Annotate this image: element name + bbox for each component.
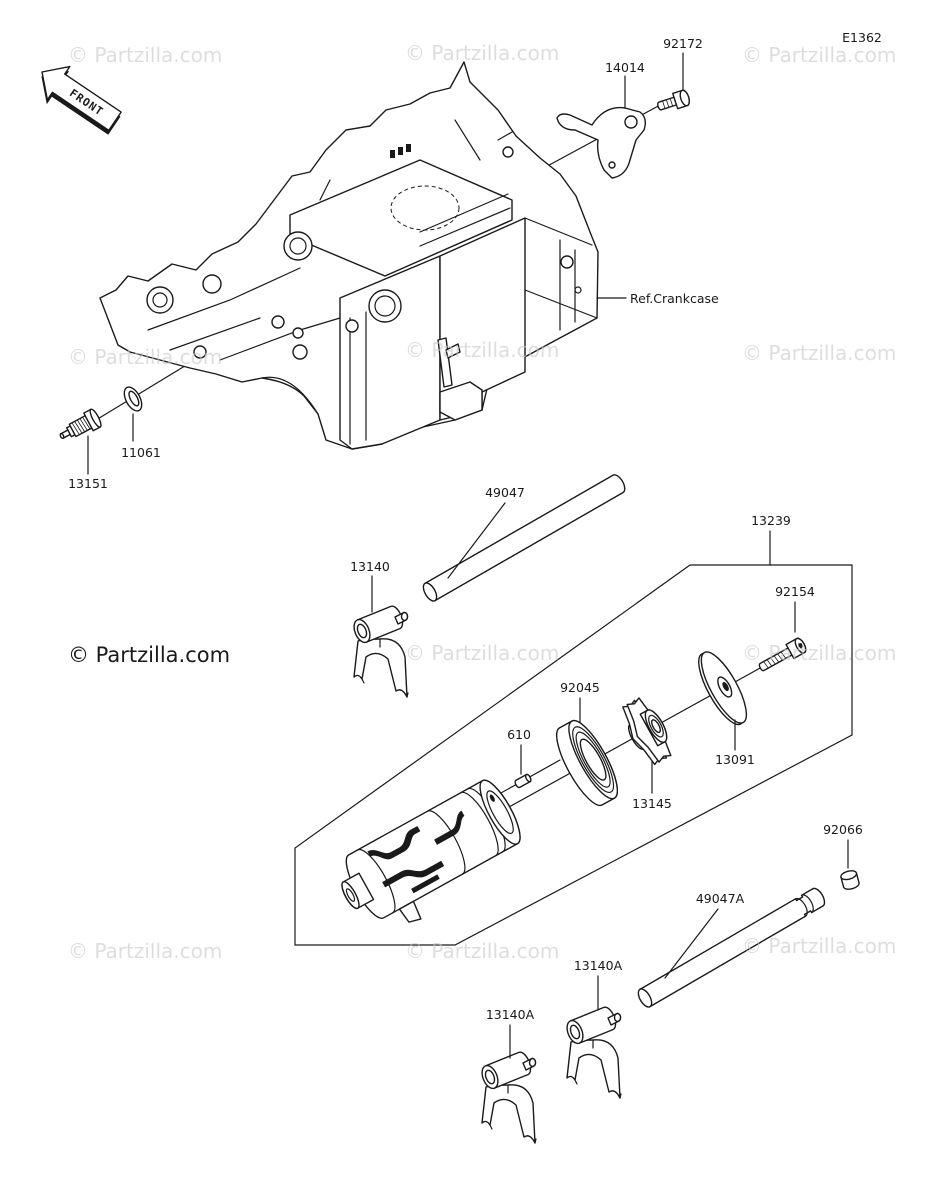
callout-92172: 92172	[663, 36, 703, 51]
callout-13140: 13140	[350, 559, 390, 574]
plate-14014-hole	[624, 115, 638, 129]
watermark: © Partzilla.com	[742, 641, 896, 665]
shift-drum	[341, 779, 521, 923]
pin-610	[514, 773, 532, 789]
callout-11061: 11061	[121, 445, 161, 460]
callout-49047: 49047	[485, 485, 525, 500]
plate-13091	[698, 651, 748, 726]
watermark: © Partzilla.com	[405, 41, 559, 65]
shift-fork-13140A-lower	[478, 1049, 537, 1144]
watermark: © Partzilla.com	[68, 939, 222, 963]
watermark: © Partzilla.com	[405, 338, 559, 362]
crankcase-bore	[152, 292, 168, 308]
crankcase-to-plug-line	[95, 357, 199, 421]
crankcase-bore	[289, 237, 307, 255]
callout-14014: 14014	[605, 60, 645, 75]
crankcase-hidden-detail	[390, 185, 460, 231]
watermark: © Partzilla.com	[742, 934, 896, 958]
front-arrow-body	[41, 65, 122, 132]
callout-49047A: 49047A	[696, 891, 745, 906]
callout-13145: 13145	[632, 796, 672, 811]
plate-14014-hole	[608, 161, 616, 169]
crankcase-hole	[502, 146, 514, 158]
shaft-49047A	[637, 887, 826, 1008]
callout-13151: 13151	[68, 476, 108, 491]
callout-92045: 92045	[560, 680, 600, 695]
bolt-92154	[758, 637, 807, 672]
callout-labels: 92172 14014 13151 11061 49047 13239 1314…	[68, 36, 863, 1022]
crankcase-mark	[406, 144, 411, 152]
watermark: © Partzilla.com	[742, 341, 896, 365]
crankcase-hole	[193, 345, 207, 359]
crankcase-boss	[368, 289, 402, 323]
reference-label: Ref.Crankcase	[630, 291, 719, 306]
watermark: © Partzilla.com	[405, 939, 559, 963]
watermark: © Partzilla.com	[68, 345, 222, 369]
bearing-92045	[556, 719, 618, 807]
crankcase-hole	[560, 255, 574, 269]
callout-13140A-lower: 13140A	[486, 1007, 535, 1022]
cap-92066	[840, 870, 860, 890]
crankcase-boss	[202, 274, 222, 294]
callout-13140A-upper: 13140A	[574, 958, 623, 973]
crankcase-hole	[292, 327, 304, 339]
leader-49047A	[664, 908, 719, 979]
crankcase-hole	[271, 315, 285, 329]
crankcase-mark	[390, 150, 395, 158]
front-arrow: FRONT	[41, 65, 122, 135]
shift-fork-13140	[350, 603, 409, 698]
crankcase-bracket	[439, 381, 483, 421]
callout-92154: 92154	[775, 584, 815, 599]
crankcase-hole	[574, 286, 582, 294]
callout-13239: 13239	[751, 513, 791, 528]
crankcase-hole	[345, 319, 359, 333]
callout-92066: 92066	[823, 822, 863, 837]
watermark: © Partzilla.com	[742, 43, 896, 67]
leader-49047	[447, 502, 506, 579]
crankcase-bore	[374, 295, 396, 317]
callout-13091: 13091	[715, 752, 755, 767]
leader-lines	[87, 52, 849, 1059]
washer-11061	[123, 386, 143, 412]
watermark: © Partzilla.com	[405, 641, 559, 665]
detent-wheel-13145	[622, 697, 672, 766]
bolt-92172	[657, 89, 690, 111]
watermarks: © Partzilla.com © Partzilla.com © Partzi…	[68, 41, 896, 963]
crankcase-lever-tab	[445, 343, 461, 359]
callout-610: 610	[507, 727, 531, 742]
shaft-49047	[422, 474, 626, 602]
crankcase	[99, 61, 599, 450]
crankcase-hole	[292, 344, 308, 360]
crankcase-boss	[146, 286, 174, 314]
copyright-notice: © Partzilla.com	[68, 643, 230, 667]
crankcase-boss	[283, 231, 313, 261]
watermark: © Partzilla.com	[68, 43, 222, 67]
plug-13151	[59, 408, 102, 440]
assembly-box-13239	[294, 564, 853, 946]
shift-fork-13140A-upper	[563, 1004, 622, 1099]
crankcase-mark	[398, 147, 403, 155]
crankcase-lever	[437, 337, 453, 388]
figure-code: E1362	[842, 30, 882, 45]
plate-14014	[556, 106, 647, 179]
